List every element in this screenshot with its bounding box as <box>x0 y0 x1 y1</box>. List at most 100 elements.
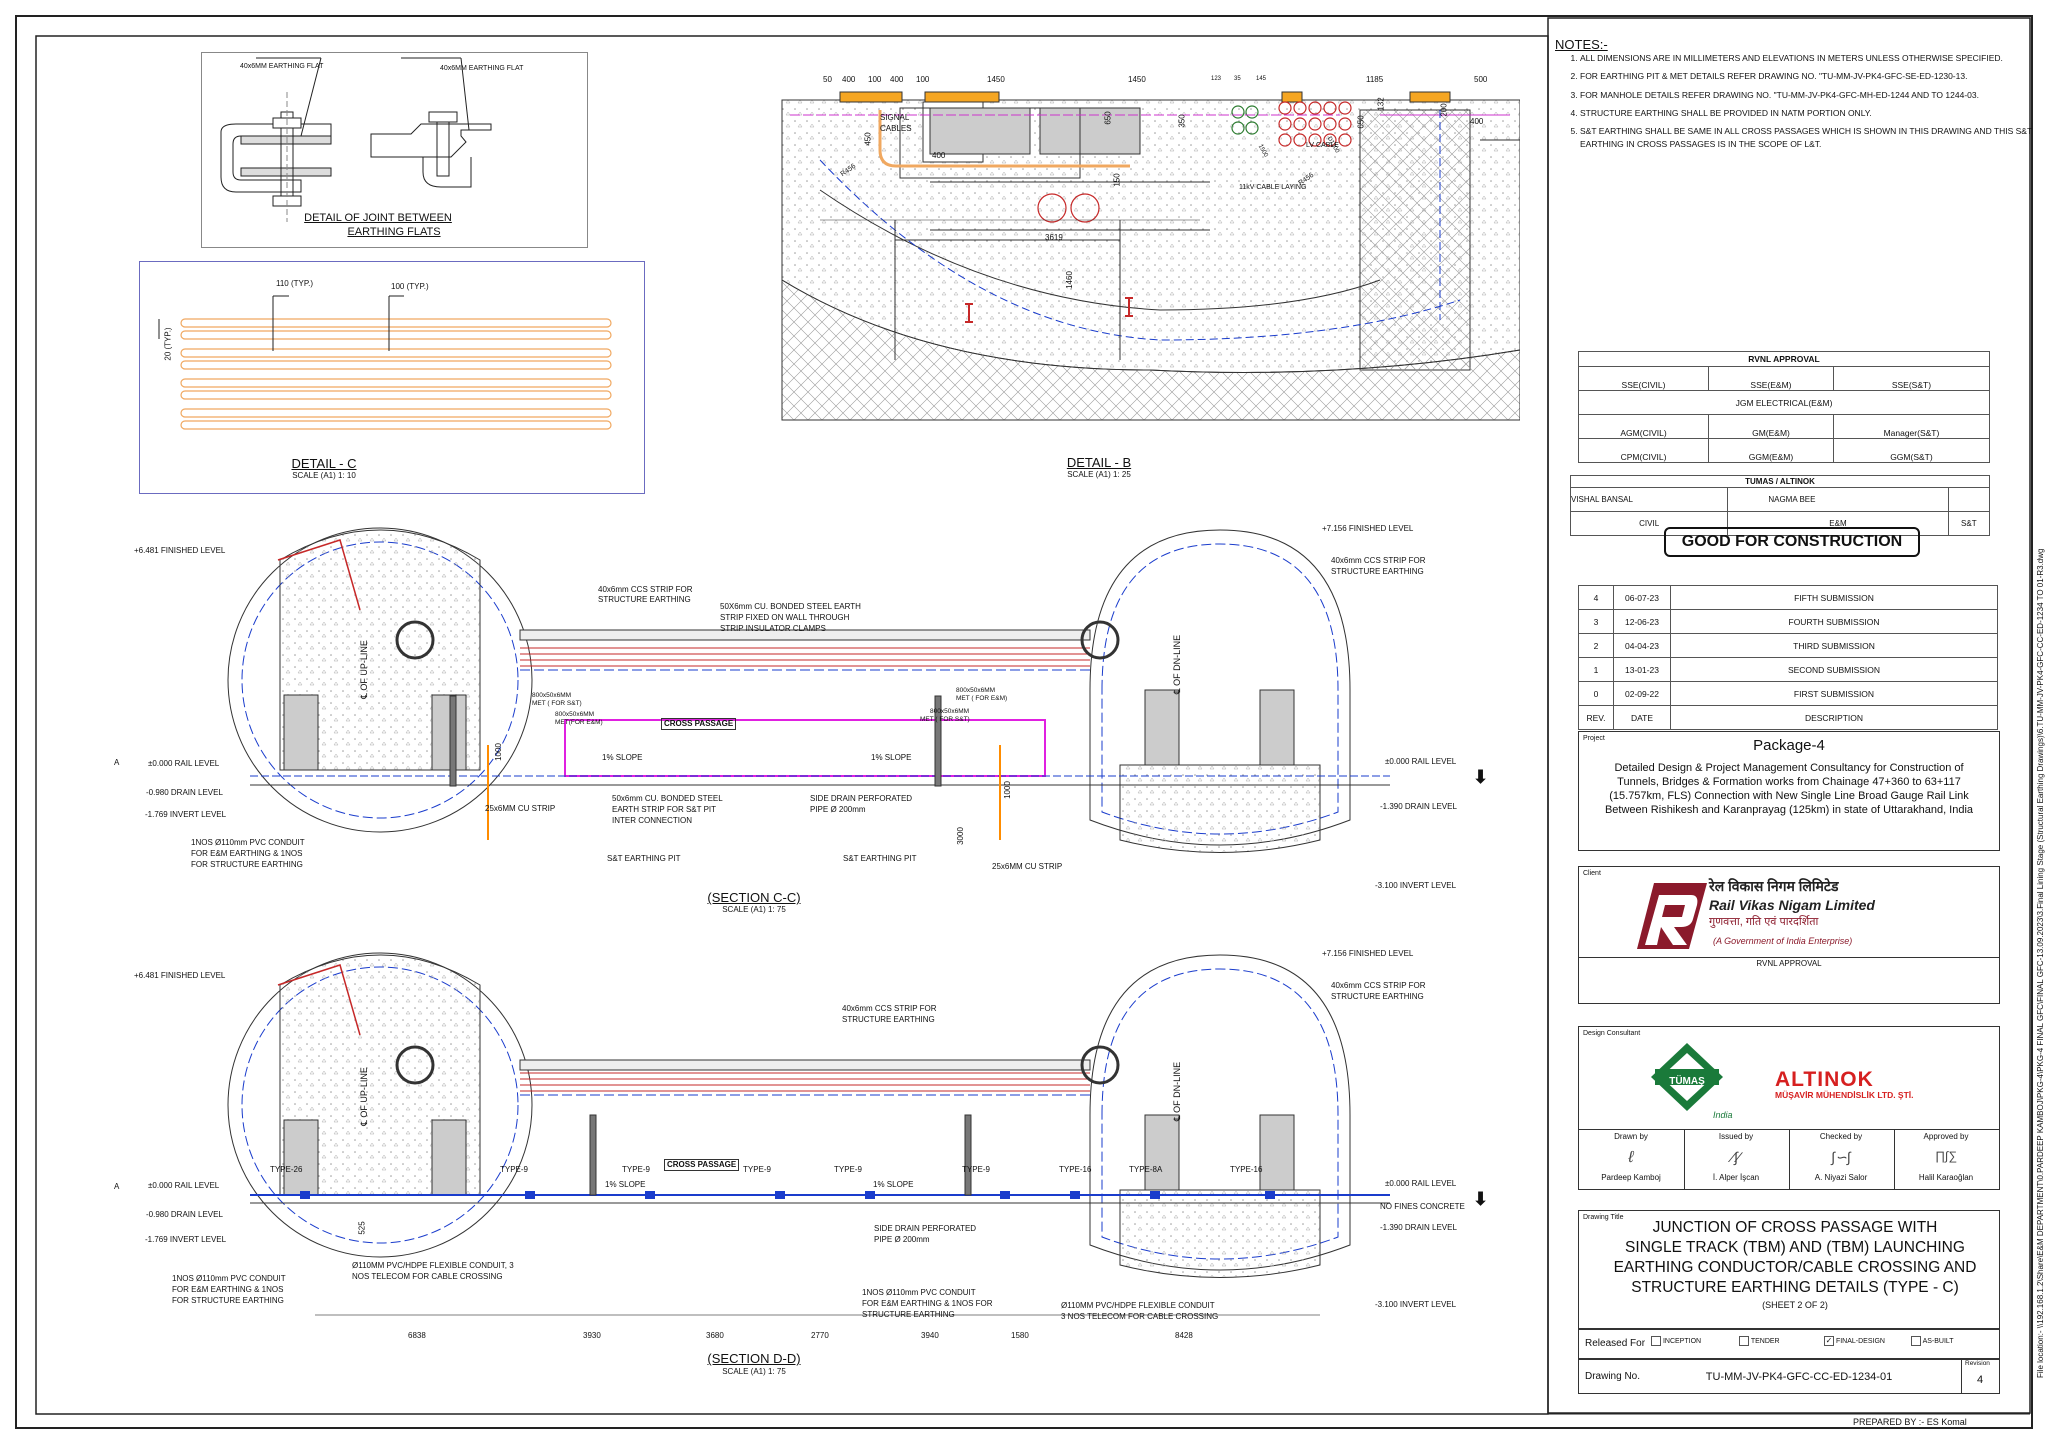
dd-slope-left: 1% SLOPE <box>605 1180 646 1189</box>
cc-bonded-2: STRIP FIXED ON WALL THROUGH <box>720 613 850 622</box>
cc-invert-level-right: -3.100 INVERT LEVEL <box>1375 881 1457 890</box>
rev-head-no: REV. <box>1578 705 1614 730</box>
detail-b-dim-3619: 3619 <box>1045 233 1063 242</box>
cc-title: (SECTION C-C) <box>707 890 801 905</box>
release-option-final-design[interactable]: ✓ FINAL-DESIGN <box>1824 1336 1885 1346</box>
drawing-no-value: TU-MM-JV-PK4-GFC-CC-ED-1234-01 <box>1705 1371 1893 1383</box>
cc-drain-pipe-1: SIDE DRAIN PERFORATED <box>810 794 913 803</box>
role-issued-by: Issued by <box>1718 1132 1754 1141</box>
detail-b-dim-150: 150 <box>1112 173 1122 187</box>
dd-flex-right-1: Ø110MM PVC/HDPE FLEXIBLE CONDUIT <box>1061 1301 1215 1310</box>
detail-b-dim-400: 400 <box>932 151 946 160</box>
cc-slope-left: 1% SLOPE <box>602 753 643 762</box>
detail-b-dim-400b: 400 <box>890 75 904 84</box>
consultant-label: Design Consultant <box>1583 1030 1641 1037</box>
rev-no: 4 <box>1578 585 1614 610</box>
rev-date: 04-04-23 <box>1613 633 1671 658</box>
altinok-logo-text: ALTINOK <box>1775 1068 1874 1091</box>
cc-cross-passage-label: CROSS PASSAGE <box>661 718 737 730</box>
dd-flex-left-1: Ø110MM PVC/HDPE FLEXIBLE CONDUIT, 3 <box>352 1261 514 1270</box>
cc-up-line-label: ℄ OF UP-LINE <box>358 640 369 699</box>
cc-met-2: MET ( FOR S&T) <box>532 700 582 707</box>
role-checked-by: Checked by <box>1819 1132 1863 1141</box>
rvnl-logo-icon <box>1637 883 1707 949</box>
cables-label: CABLES <box>880 124 912 133</box>
rev-no: 3 <box>1578 609 1614 634</box>
cc-ccs-right-2: STRUCTURE EARTHING <box>1331 567 1424 576</box>
dd-drain-pipe-1: SIDE DRAIN PERFORATED <box>874 1224 977 1233</box>
detail-b-dim-35: 35 <box>1234 76 1241 82</box>
note-item: ALL DIMENSIONS ARE IN MILLIMETERS AND EL… <box>1580 52 2040 64</box>
dd-ccs-mid-1: 40x6mm CCS STRIP FOR <box>842 1004 937 1013</box>
name-drawn-by: Pardeep Kamboj <box>1601 1173 1661 1182</box>
detail-b-dim-50: 50 <box>823 75 832 84</box>
cc-met-4: MET(FOR E&M) <box>555 719 603 726</box>
approval-sse-st: SSE(S&T) <box>1832 366 1991 391</box>
dd-rail-level-right: ±0.000 RAIL LEVEL <box>1385 1179 1457 1188</box>
signoff-name-2: NAGMA BEE <box>1727 487 1949 512</box>
role-approved-by: Approved by <box>1923 1132 1969 1141</box>
cc-met-7: 800x50x6MM <box>930 708 970 715</box>
dd-dim-6838: 6838 <box>408 1331 426 1340</box>
notes-heading: NOTES:- <box>1555 37 1608 52</box>
name-checked-by: A. Niyazi Salor <box>1814 1173 1868 1182</box>
good-for-construction-stamp: GOOD FOR CONSTRUCTION <box>1664 527 1920 557</box>
consultant-box: Design Consultant TÜMAŞ India ALTINOK MÜ… <box>1578 1026 2000 1190</box>
detail-b-dim-1185: 1185 <box>1366 75 1384 84</box>
detail-b-drawing <box>781 91 1520 421</box>
cc-drain-level-left: -0.980 DRAIN LEVEL <box>146 788 223 797</box>
signature-icon: ∏∫∑ <box>1935 1149 1957 1163</box>
approval-manager-st: Manager(S&T) <box>1832 414 1991 439</box>
section-dd-drawing <box>227 952 1390 1316</box>
joint-flat-left-label: 40x6MM EARTHING FLAT <box>240 63 324 70</box>
detail-b-dim-450: 450 <box>863 132 873 146</box>
project-description: Detailed Design & Project Management Con… <box>1604 762 1974 817</box>
signoff-civil: CIVIL <box>1569 511 1729 536</box>
project-box: Project Package-4 Detailed Design & Proj… <box>1578 731 2000 851</box>
dd-type-26: TYPE-26 <box>270 1165 303 1174</box>
detail-b-dim-650b: 650 <box>1356 115 1366 129</box>
release-option-inception[interactable]: INCEPTION <box>1651 1336 1701 1346</box>
rev-no: 2 <box>1578 633 1614 658</box>
approval-ggm-em: GGM(E&M) <box>1708 438 1834 463</box>
cc-pit-left: S&T EARTHING PIT <box>607 854 681 863</box>
rev-desc: FIRST SUBMISSION <box>1670 681 1998 706</box>
cc-bonded-3: STRIP INSULATOR CLAMPS <box>720 624 826 633</box>
dd-section-mark: A <box>114 1182 120 1191</box>
direction-arrow-icon: ⬇ <box>1473 1189 1489 1209</box>
client-govt-note: (A Government of India Enterprise) <box>1713 936 1853 946</box>
dd-type-9a: TYPE-9 <box>500 1165 529 1174</box>
dd-ccs-right-2: STRUCTURE EARTHING <box>1331 992 1424 1001</box>
release-option-as-built[interactable]: AS-BUILT <box>1911 1336 1954 1346</box>
dd-mid-pvc-1: 1NOS Ø110mm PVC CONDUIT <box>862 1288 976 1297</box>
project-label: Project <box>1583 735 1605 742</box>
dd-dim-1580: 1580 <box>1011 1331 1029 1340</box>
dd-type-9d: TYPE-9 <box>834 1165 863 1174</box>
client-hindi-name: रेल विकास निगम लिमिटेड <box>1709 878 1839 894</box>
dd-dim-525: 525 <box>357 1221 367 1235</box>
cc-drain-pipe-2: PIPE Ø 200mm <box>810 805 866 814</box>
altinok-subtitle: MÜŞAVİR MÜHENDİSLİK LTD. ŞTİ. <box>1775 1090 1914 1100</box>
dd-pvc-2: FOR E&M EARTHING & 1NOS <box>172 1285 284 1294</box>
detail-b-dim-123: 123 <box>1211 76 1222 82</box>
dd-type-9b: TYPE-9 <box>622 1165 651 1174</box>
cc-pit-right: S&T EARTHING PIT <box>843 854 917 863</box>
released-for-box: Released For INCEPTION TENDER ✓ FINAL-DE… <box>1578 1328 2000 1360</box>
dd-dim-2770: 2770 <box>811 1331 829 1340</box>
signature-icon: ∫∽∫ <box>1831 1149 1851 1165</box>
dd-type-9c: TYPE-9 <box>743 1165 772 1174</box>
cc-invert-level-left: -1.769 INVERT LEVEL <box>145 810 227 819</box>
release-option-tender[interactable]: TENDER <box>1739 1336 1780 1346</box>
dd-ccs-mid-2: STRUCTURE EARTHING <box>842 1015 935 1024</box>
tumas-india: India <box>1713 1110 1733 1120</box>
drawing-title-line2: SINGLE TRACK (TBM) AND (TBM) LAUNCHING <box>1625 1239 1965 1256</box>
tumas-heading: TUMAS / ALTINOK <box>1570 475 1990 488</box>
detail-c-panel <box>139 261 645 494</box>
signature-icon: ∕∫∕ <box>1731 1149 1741 1165</box>
dd-drain-level-right: -1.390 DRAIN LEVEL <box>1380 1223 1457 1232</box>
cc-cu-strip-left: 25x6MM CU STRIP <box>485 804 556 813</box>
detail-b-dim-1450b: 1450 <box>1128 75 1146 84</box>
detail-b-dim-650: 650 <box>1103 111 1113 125</box>
dd-rail-level-left: ±0.000 RAIL LEVEL <box>148 1181 220 1190</box>
